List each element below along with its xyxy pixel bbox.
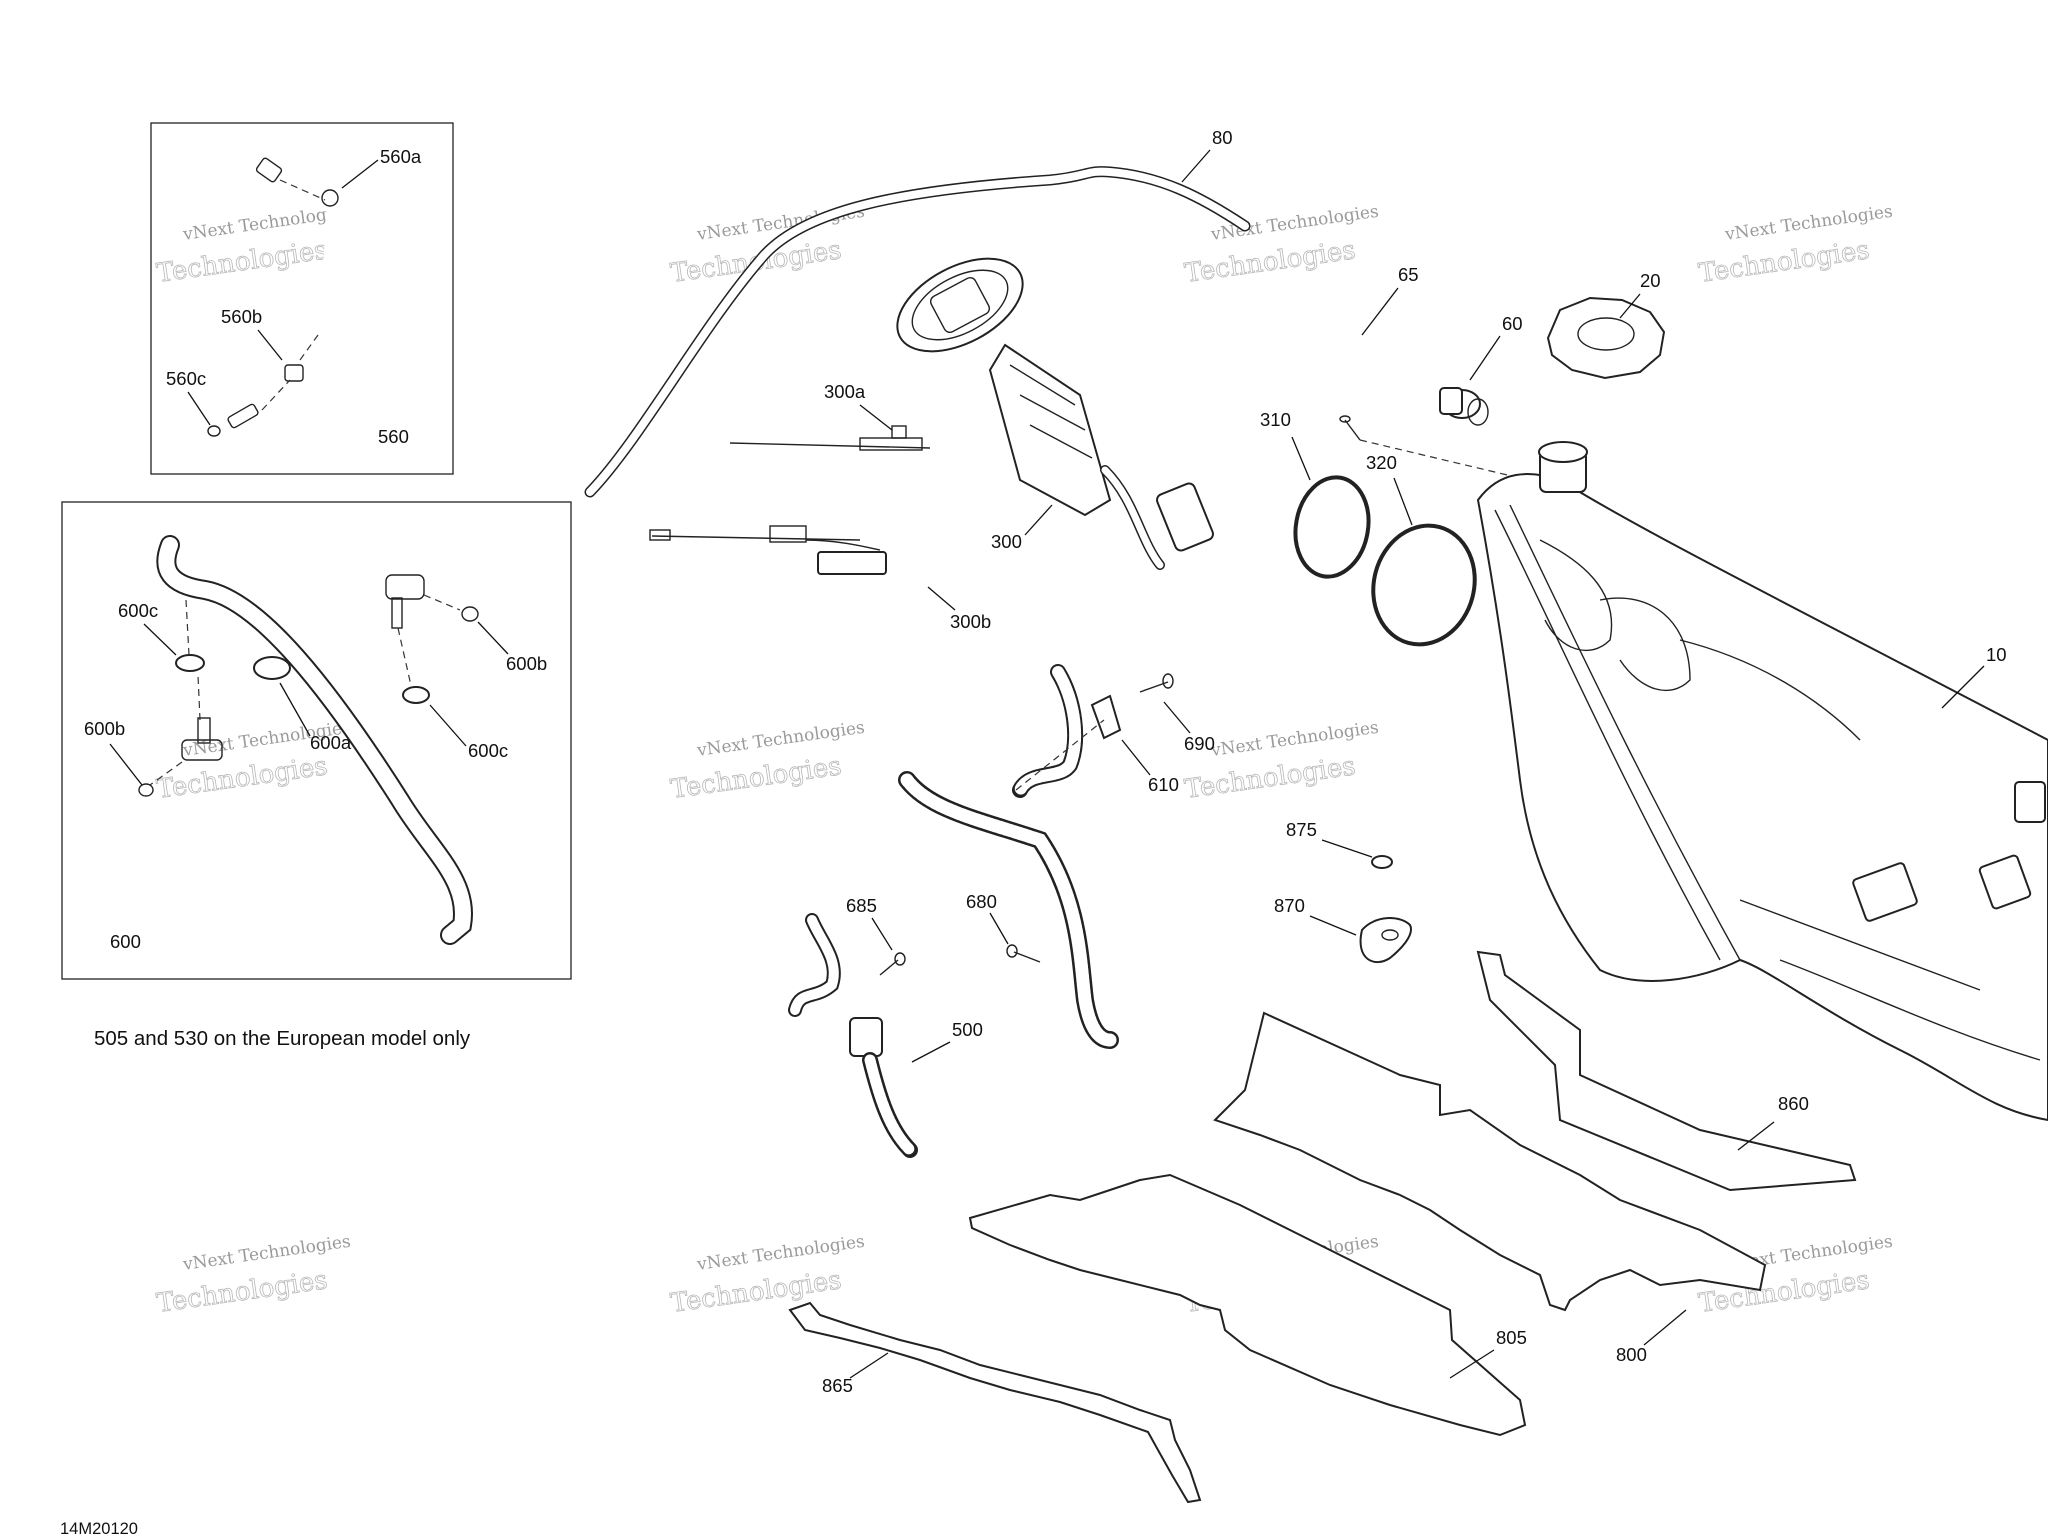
- callout-300a: 300a: [824, 381, 866, 402]
- callout-320: 320: [1366, 452, 1397, 473]
- callout-80: 80: [1212, 127, 1233, 148]
- hose-560: [317, 169, 380, 333]
- inset-600-frame: [61, 501, 572, 980]
- callout-600a: 600a: [310, 732, 352, 753]
- watermark: vNext Technologies Technologies: [668, 718, 866, 806]
- fuel-pump-300: 300: [896, 257, 1214, 570]
- svg-text:Technologies: Technologies: [155, 235, 330, 289]
- svg-text:Technologies: Technologies: [669, 751, 844, 805]
- callout-60: 60: [1502, 313, 1523, 334]
- watermark: vNext Technologies Technologies: [154, 718, 352, 806]
- svg-text:Technologies: Technologies: [155, 751, 330, 805]
- sleeve-600a: [253, 656, 291, 680]
- screw-65: 65: [1339, 264, 1521, 479]
- callout-690: 690: [1184, 733, 1215, 754]
- mat-800: 800: [1213, 1011, 1767, 1365]
- seal-ring-310: 310: [1260, 409, 1371, 579]
- tank-body: [1476, 473, 2048, 1122]
- callout-860: 860: [1778, 1093, 1809, 1114]
- svg-text:vNext Technologies: vNext Technologies: [695, 718, 866, 761]
- svg-text:vNext Technologies: vNext Technologies: [1723, 202, 1894, 245]
- washer-600b-right: [461, 606, 479, 622]
- filter-assembly-500: 685 500: [788, 895, 983, 1158]
- callout-865: 865: [822, 1375, 853, 1396]
- strap-860: 860: [1476, 950, 1857, 1192]
- connector-600-left: [138, 599, 291, 797]
- callout-560b: 560b: [221, 306, 262, 327]
- washer-560c: [207, 425, 221, 437]
- clip-610: [1090, 694, 1122, 740]
- pad-870: 870: [1274, 895, 1412, 963]
- inset-600: 600c 600b 600a 600c 600b 600: [61, 501, 572, 980]
- filter-canister: [849, 1017, 883, 1057]
- callout-560c: 560c: [166, 368, 206, 389]
- callout-310: 310: [1260, 409, 1291, 430]
- inset-560: 560a 560b 560c 560: [150, 122, 454, 475]
- pump-body: [988, 343, 1112, 517]
- watermark: vNext Technologies Technologies: [154, 1232, 352, 1320]
- seal-ring-320: 320: [1366, 452, 1477, 647]
- callout-805: 805: [1496, 1327, 1527, 1348]
- mat-805: 805: [968, 1173, 1527, 1437]
- clamp-560b: [284, 364, 304, 382]
- callout-870: 870: [1274, 895, 1305, 916]
- watermark: vNext Technologies Technologies: [1696, 202, 1894, 290]
- hose-680: 680: [898, 771, 1119, 1049]
- svg-text:Technologies: Technologies: [155, 1265, 330, 1319]
- grommet-875: 875: [1286, 819, 1393, 869]
- callout-500: 500: [952, 1019, 983, 1040]
- callout-800: 800: [1616, 1344, 1647, 1365]
- callout-300b: 300b: [950, 611, 991, 632]
- sleeve-600c-left: [175, 654, 205, 672]
- svg-text:vNext Technologies: vNext Technologies: [181, 1232, 352, 1275]
- regional-note: 505 and 530 on the European model only: [94, 1027, 471, 1050]
- hose-610: 690 610: [1012, 664, 1215, 798]
- inset-560-label: 560: [378, 426, 409, 447]
- callout-20: 20: [1640, 270, 1661, 291]
- pump-filter: [1156, 482, 1214, 552]
- callout-300: 300: [991, 531, 1022, 552]
- sender-rod-300a: 300a: [729, 381, 931, 451]
- callout-610: 610: [1148, 774, 1179, 795]
- fuel-cap-20: 20: [1546, 270, 1666, 380]
- tank-bracket: [1852, 862, 1918, 922]
- vent-line-80: 80: [584, 127, 1251, 498]
- inset-600-label: 600: [110, 931, 141, 952]
- figure-id: 14M20120: [60, 1520, 138, 1536]
- callout-600c-right: 600c: [468, 740, 508, 761]
- svg-text:vNext Technologies: vNext Technologies: [695, 1232, 866, 1275]
- watermark: vNext Technologies Technologies: [668, 1232, 866, 1320]
- pump-flange: [896, 257, 1024, 353]
- svg-text:Technologies: Technologies: [1183, 235, 1358, 289]
- fitting-560-bottom: [207, 334, 319, 437]
- fitting-560-top: [255, 157, 339, 207]
- svg-text:vNext Technologies: vNext Technologies: [1209, 718, 1380, 761]
- valve-60: 60: [1439, 313, 1523, 426]
- float-300b: [817, 551, 887, 575]
- callout-600c-left: 600c: [118, 600, 158, 621]
- connector-600-right: [385, 574, 479, 704]
- fuel-tank-10: 10: [1476, 441, 2048, 1122]
- clamp-560a: [321, 189, 339, 207]
- sleeve-600c-right: [402, 686, 430, 704]
- float-arm-300b: 300b: [649, 525, 991, 632]
- svg-text:Technologies: Technologies: [1183, 751, 1358, 805]
- callout-600b-right: 600b: [506, 653, 547, 674]
- washer-600b-left: [138, 783, 154, 797]
- inset-560-frame: [150, 122, 454, 475]
- callout-685: 685: [846, 895, 877, 916]
- connector-560c: [227, 403, 259, 429]
- watermark: vNext Technologies Technologies: [1182, 202, 1380, 290]
- watermark: vNext Technologies Technologies: [1182, 718, 1380, 806]
- callout-560a: 560a: [380, 146, 422, 167]
- callout-10: 10: [1986, 644, 2007, 665]
- callout-600b-left: 600b: [84, 718, 125, 739]
- callout-680: 680: [966, 891, 997, 912]
- callout-875: 875: [1286, 819, 1317, 840]
- svg-text:Technologies: Technologies: [1697, 235, 1872, 289]
- callout-65: 65: [1398, 264, 1419, 285]
- strap-865: 865: [788, 1301, 1202, 1504]
